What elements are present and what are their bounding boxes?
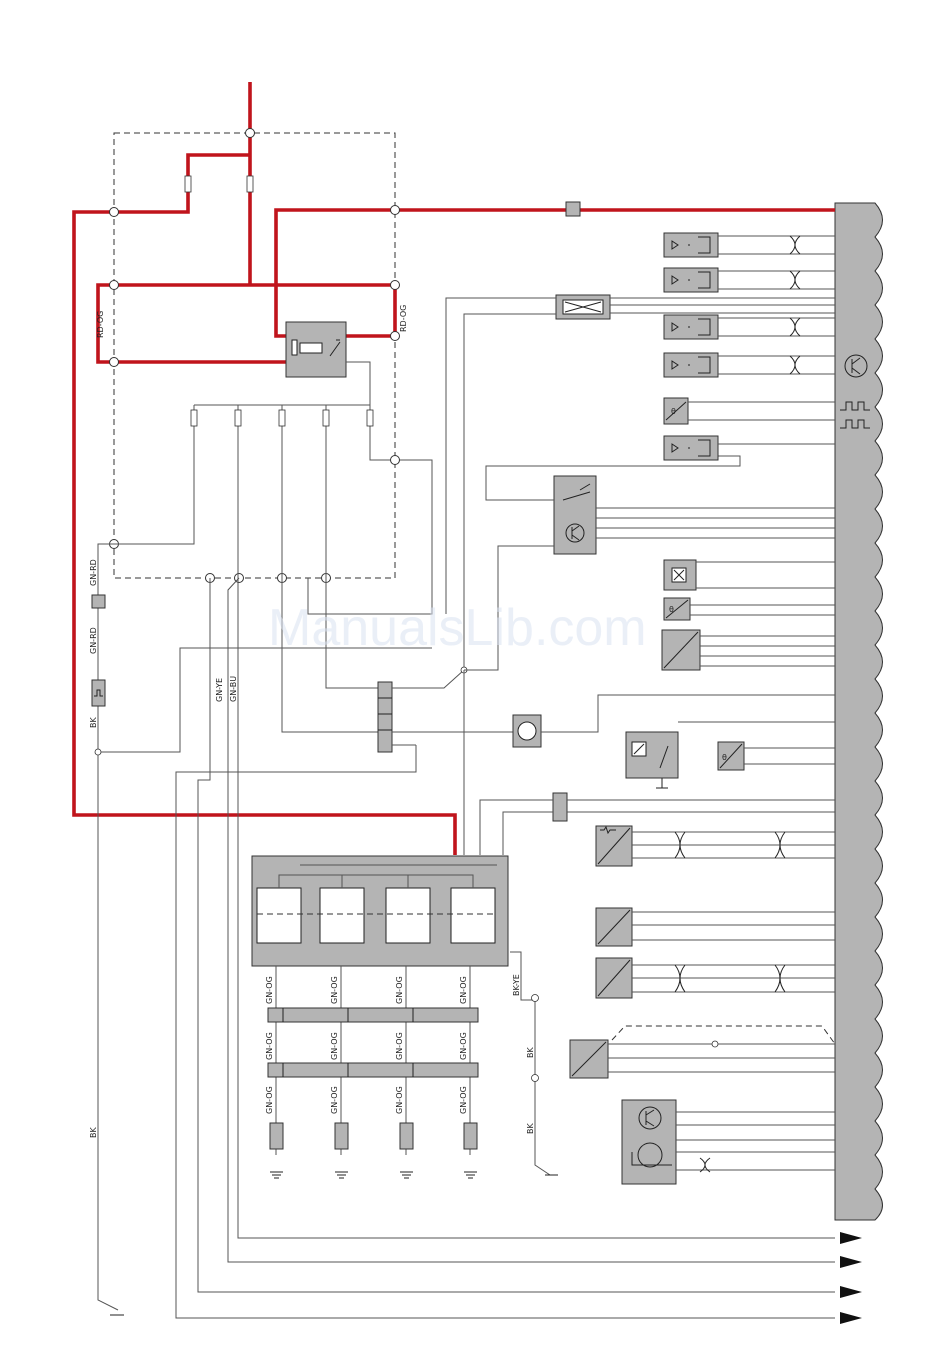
sensor-4 bbox=[664, 353, 718, 377]
output-arrows bbox=[840, 1232, 862, 1324]
wire-label-gn-rd-lower: GN-RD bbox=[89, 627, 98, 654]
sensor-2 bbox=[664, 268, 718, 292]
sensor-3 bbox=[664, 315, 718, 339]
wire-label-bk-ground: BK bbox=[89, 1127, 98, 1138]
wire-label-gn-og: GN-OG bbox=[395, 1032, 404, 1060]
knock-sensor bbox=[570, 1040, 608, 1078]
ignition-module bbox=[252, 856, 508, 966]
power-supply-wires bbox=[74, 82, 835, 855]
fuse-red-2 bbox=[247, 176, 253, 192]
sensor-stack-right: θ bbox=[664, 233, 718, 460]
pressure-sensor bbox=[662, 630, 700, 670]
wire-label-gn-og: GN-OG bbox=[459, 1086, 468, 1114]
wire-label-bk-low: BK bbox=[526, 1123, 535, 1134]
main-relay bbox=[286, 322, 346, 377]
svg-text:θ: θ bbox=[722, 753, 727, 762]
wire-label-gn-ye: GN-YE bbox=[215, 678, 224, 702]
wire-label-gn-og: GN-OG bbox=[395, 1086, 404, 1114]
throttle-position-sensor bbox=[554, 476, 596, 554]
wire-label-gn-og: GN-OG bbox=[330, 1086, 339, 1114]
wire-label-gn-og: GN-OG bbox=[459, 976, 468, 1004]
fan-control-module bbox=[622, 1100, 676, 1184]
wire-label-gn-bu: GN-BU bbox=[229, 676, 238, 702]
wire-label-bk-ye: BK-YE bbox=[512, 974, 521, 996]
wire-label-gn-og: GN-OG bbox=[459, 1032, 468, 1060]
sensor-1 bbox=[664, 233, 718, 257]
wire-label-rd-og-right: RD-OG bbox=[399, 305, 408, 332]
svg-text:θ: θ bbox=[671, 407, 676, 416]
wire-label-bk-mid: BK bbox=[526, 1047, 535, 1058]
fuse-row bbox=[114, 405, 835, 1238]
wire-label-rd-og-left: RD-OG bbox=[96, 311, 105, 338]
svg-text:θ: θ bbox=[669, 605, 674, 614]
temp-sensor-2: θ bbox=[664, 598, 690, 620]
wire-label-gn-og: GN-OG bbox=[265, 976, 274, 1004]
connector-gn-rd bbox=[92, 595, 105, 608]
wire-label-gn-og: GN-OG bbox=[330, 976, 339, 1004]
crank-sensor-left bbox=[92, 680, 105, 706]
fuse-red-1 bbox=[185, 176, 191, 192]
temp-sensor-3: θ bbox=[718, 742, 744, 770]
wire-label-gn-og: GN-OG bbox=[265, 1086, 274, 1114]
sensor-5 bbox=[664, 436, 718, 460]
wire-label-gn-rd-upper: GN-RD bbox=[89, 559, 98, 586]
switch-module bbox=[626, 732, 678, 788]
center-connector bbox=[378, 682, 392, 752]
splice-left bbox=[95, 749, 101, 755]
junction-nodes bbox=[110, 129, 400, 583]
relay-fuse-box-outline bbox=[114, 133, 395, 578]
connector-lower bbox=[553, 793, 567, 821]
inline-connector-red bbox=[566, 202, 580, 216]
idle-motor bbox=[513, 715, 541, 747]
gn-og-harness bbox=[268, 966, 478, 1178]
o2-sensor-3 bbox=[596, 958, 632, 998]
watermark: ManualsLib.com bbox=[268, 599, 647, 657]
wire-label-gn-og: GN-OG bbox=[265, 1032, 274, 1060]
o2-sensor-1 bbox=[596, 826, 632, 866]
temp-sensor-1: θ bbox=[664, 398, 688, 424]
wire-label-gn-og: GN-OG bbox=[330, 1032, 339, 1060]
wire-label-bk-sensor: BK bbox=[89, 717, 98, 728]
o2-sensor-2 bbox=[596, 908, 632, 946]
air-mass-meter bbox=[556, 295, 610, 319]
sensor-middle-a bbox=[664, 560, 696, 590]
wire-label-gn-og: GN-OG bbox=[395, 976, 404, 1004]
